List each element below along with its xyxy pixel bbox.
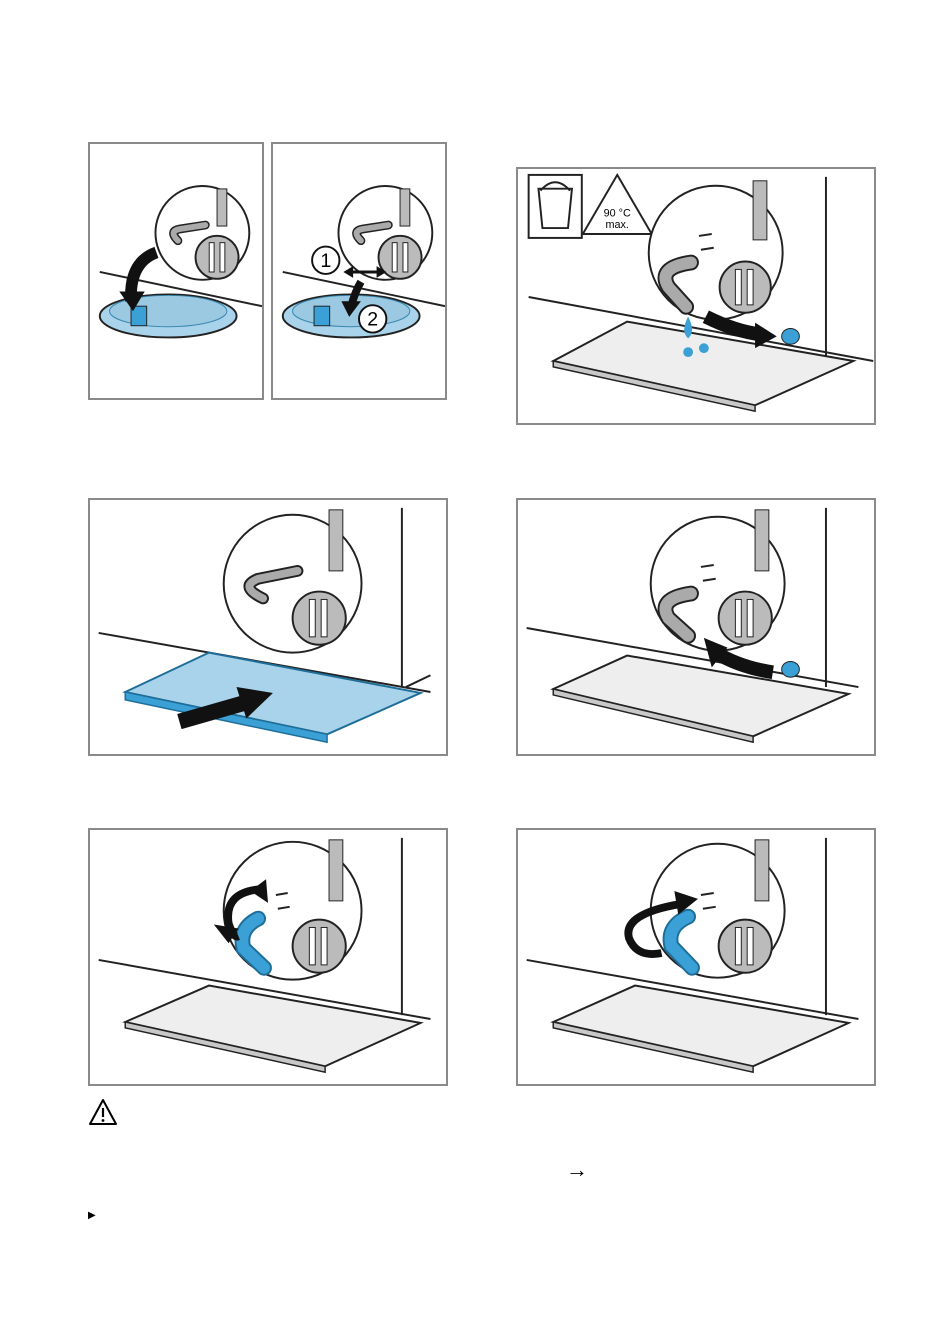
illustration-drain-water: 90 °C max. xyxy=(516,167,876,425)
illustration-rotate-hose xyxy=(516,828,876,1086)
temperature-label: 90 °C xyxy=(604,207,631,219)
release-cover-drawing: 1 2 xyxy=(273,144,445,398)
illustration-insert-tray xyxy=(88,498,448,756)
bullet-triangle-icon: ▶ xyxy=(88,1209,96,1223)
drain-water-drawing: 90 °C max. xyxy=(518,169,874,423)
rotate-hose-drawing xyxy=(518,830,874,1084)
illustration-open-cover xyxy=(88,142,264,400)
clip-hose-drawing xyxy=(90,830,446,1084)
warning-triangle-icon xyxy=(88,1098,118,1126)
max-label: max. xyxy=(606,219,629,231)
reinsert-plug-drawing xyxy=(518,500,874,754)
arrow-right-icon: → xyxy=(566,1158,588,1182)
illustration-reinsert-plug xyxy=(516,498,876,756)
step-number-2-text: 2 xyxy=(367,309,378,331)
insert-tray-drawing xyxy=(90,500,446,754)
step-number-1-text: 1 xyxy=(320,250,331,272)
temperature-triangle-icon: 90 °C max. xyxy=(583,175,652,234)
open-cover-drawing xyxy=(90,144,262,398)
illustration-clip-hose xyxy=(88,828,448,1086)
bucket-icon xyxy=(529,175,582,238)
illustration-release-cover: 1 2 xyxy=(271,142,447,400)
